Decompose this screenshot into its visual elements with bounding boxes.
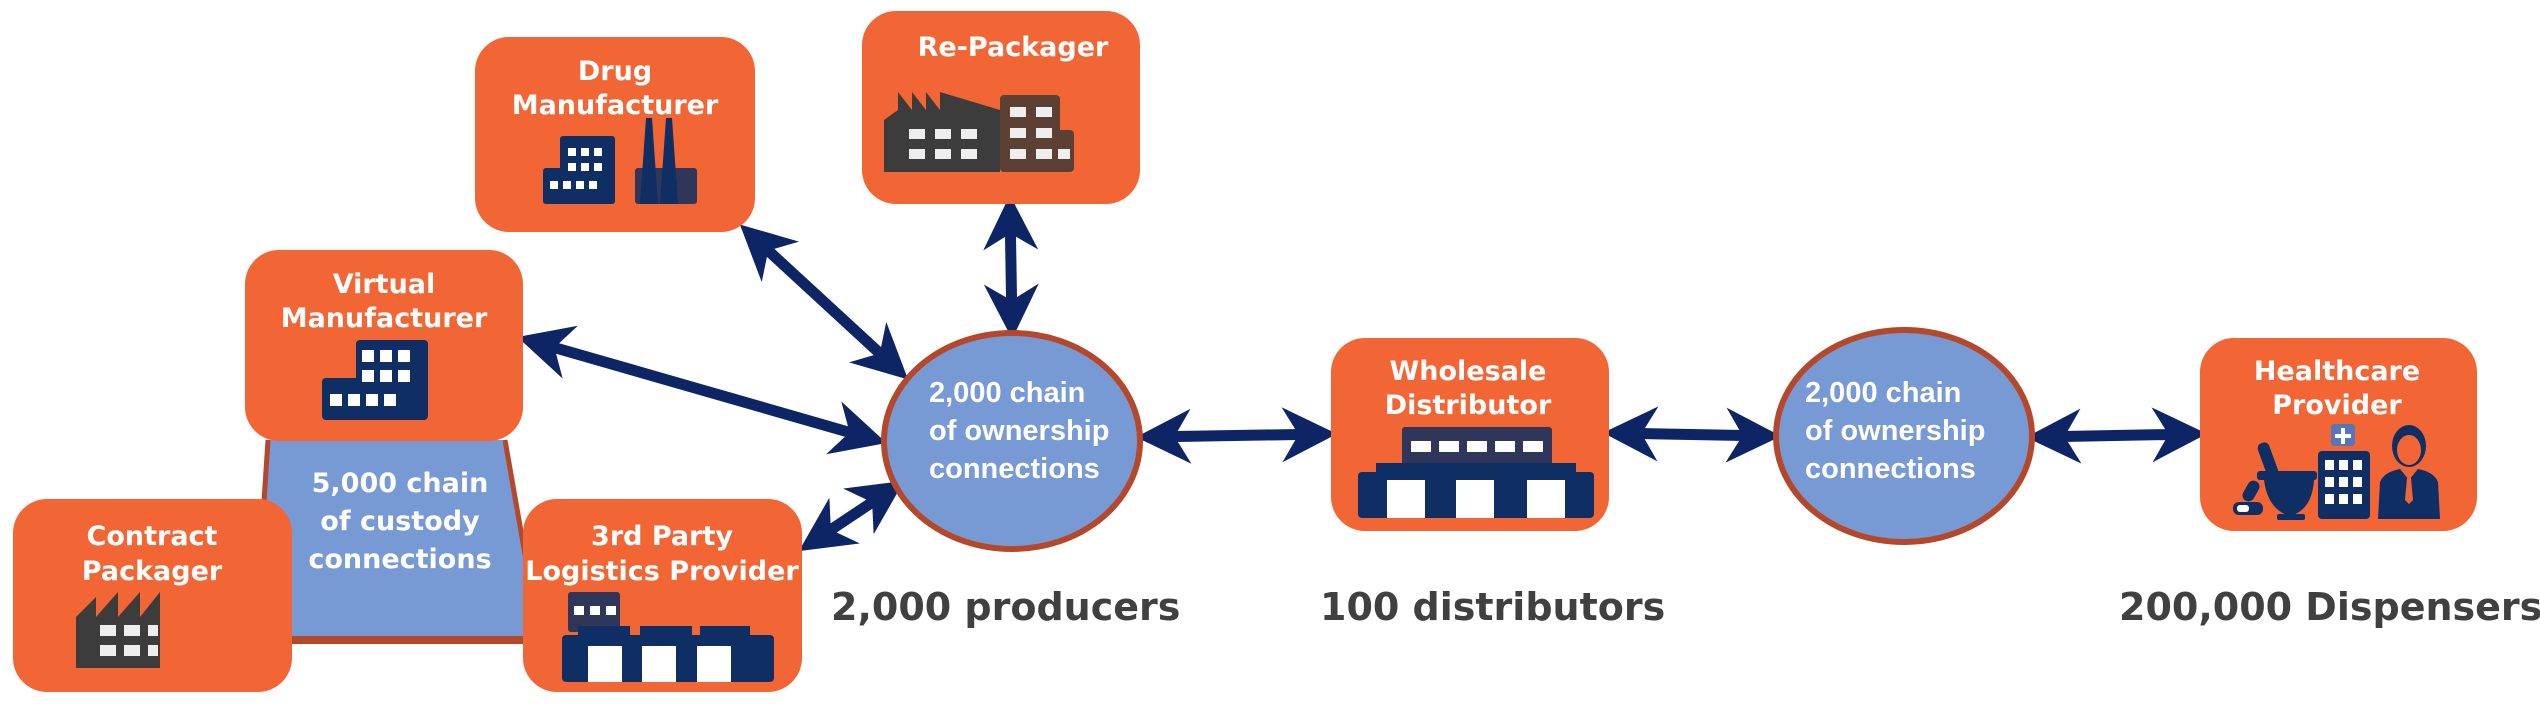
node-virtual-manufacturer-title-1: Virtual — [333, 269, 436, 300]
mortar-pestle-icon — [2257, 442, 2317, 520]
custody-text-line1: 5,000 chain — [312, 468, 489, 499]
distributors-count-label: 100 distributors — [1320, 585, 1665, 629]
warehouse-icon — [1358, 427, 1594, 518]
hub-2-line2: of ownership — [1805, 415, 1985, 447]
arrow-logistics-hub — [798, 480, 905, 552]
factory-complex-icon — [884, 92, 1074, 172]
hub-ownership-dispensers-ellipse — [1773, 327, 2035, 545]
hub-1-line2: of ownership — [929, 415, 1109, 447]
arrow-hub2-healthcare — [2026, 407, 2207, 464]
arrow-wholesale-hub2 — [1603, 406, 1781, 463]
node-third-party-logistics-title-1: 3rd Party — [591, 521, 733, 552]
node-wholesale-distributor-title-2: Distributor — [1385, 390, 1552, 421]
office-building-icon — [322, 340, 428, 420]
node-virtual-manufacturer-title-2: Manufacturer — [281, 303, 488, 334]
node-third-party-logistics-title-2: Logistics Provider — [525, 556, 799, 587]
arrow-hub-wholesale — [1136, 407, 1337, 464]
arrow-drug-manufacturer-hub — [739, 224, 909, 380]
hub-ownership-producers: 2,000 chain of ownership connections — [881, 330, 1143, 552]
node-healthcare-provider: Healthcare Provider — [2200, 338, 2477, 531]
pill-icon — [2233, 480, 2263, 515]
custody-text-line2: of custody — [320, 506, 480, 537]
dispensers-count-label: 200,000 Dispensers — [2119, 585, 2540, 629]
node-contract-packager: Contract Packager — [13, 499, 292, 692]
custody-text-line3: connections — [308, 544, 491, 575]
node-drug-manufacturer-title-2: Manufacturer — [512, 90, 719, 121]
hub-ownership-dispensers: 2,000 chain of ownership connections — [1773, 327, 2035, 545]
custody-zone-shape — [255, 440, 540, 640]
hub-1-line1: 2,000 chain — [929, 377, 1085, 409]
hub-ownership-producers-ellipse — [881, 330, 1143, 552]
factory-smokestacks-icon — [543, 118, 697, 204]
node-drug-manufacturer-title-1: Drug — [578, 56, 652, 87]
node-virtual-manufacturer: Virtual Manufacturer — [245, 250, 523, 441]
doctor-icon — [2378, 425, 2440, 519]
hospital-icon — [2318, 424, 2370, 519]
node-wholesale-distributor: Wholesale Distributor — [1331, 338, 1609, 531]
hub-2-line1: 2,000 chain — [1805, 377, 1961, 409]
hub-1-line3: connections — [929, 453, 1100, 485]
arrow-re-packager-hub — [983, 195, 1039, 339]
node-re-packager-title: Re-Packager — [918, 32, 1109, 63]
node-drug-manufacturer: Drug Manufacturer — [475, 37, 755, 232]
node-re-packager: Re-Packager — [862, 11, 1140, 204]
node-contract-packager-title-1: Contract — [87, 521, 218, 552]
node-third-party-logistics: 3rd Party Logistics Provider — [523, 499, 802, 692]
custody-zone: 5,000 chain of custody connections — [252, 439, 543, 644]
arrows — [517, 195, 2207, 552]
warehouse-icon — [562, 592, 774, 682]
node-contract-packager-title-2: Packager — [82, 556, 223, 587]
factory-icon — [76, 592, 160, 668]
arrow-virtual-manufacturer-hub — [517, 325, 887, 455]
node-wholesale-distributor-title-1: Wholesale — [1390, 356, 1547, 387]
node-healthcare-provider-title-2: Provider — [2272, 390, 2402, 421]
node-healthcare-provider-title-1: Healthcare — [2254, 356, 2420, 387]
hospital-pharmacist-icon — [2233, 424, 2440, 520]
hub-2-line3: connections — [1805, 453, 1976, 485]
producers-count-label: 2,000 producers — [831, 585, 1180, 629]
